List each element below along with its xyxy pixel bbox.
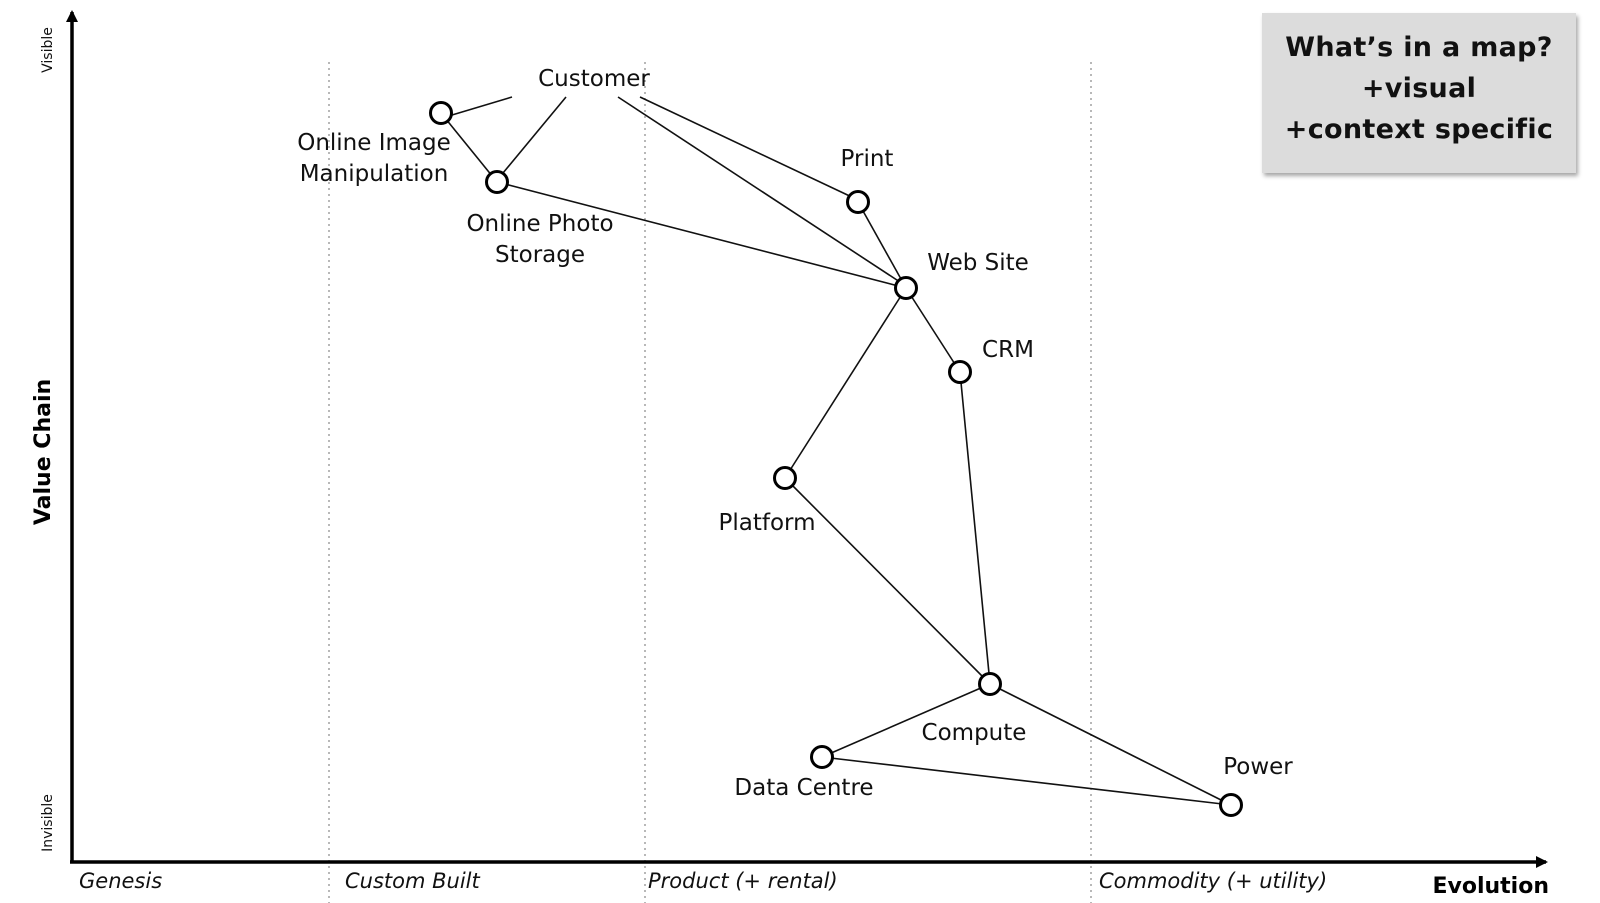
stage-label-product: Product (+ rental) bbox=[648, 869, 838, 893]
link-compute-power bbox=[989, 683, 1232, 806]
link-platform-compute bbox=[784, 477, 991, 685]
y-axis-top-label: Visible bbox=[40, 27, 56, 73]
node-website[interactable] bbox=[894, 276, 918, 300]
label-image-manipulation-2: Manipulation bbox=[300, 161, 449, 187]
link-customer-image-manipulation bbox=[451, 96, 513, 116]
label-power: Power bbox=[1223, 754, 1293, 780]
label-crm: CRM bbox=[982, 337, 1034, 363]
label-image-manipulation-1: Online Image bbox=[297, 130, 451, 156]
dependency-links bbox=[440, 96, 1232, 806]
callout-box: What’s in a map? +visual +context specif… bbox=[1262, 13, 1576, 173]
node-print[interactable] bbox=[846, 190, 870, 214]
callout-line-1: What’s in a map? bbox=[1285, 32, 1553, 63]
node-data-centre[interactable] bbox=[810, 745, 834, 769]
link-photo-storage-website bbox=[496, 181, 907, 289]
y-axis-title: Value Chain bbox=[31, 379, 56, 525]
link-website-crm bbox=[905, 287, 961, 373]
node-image-manipulation[interactable] bbox=[429, 101, 453, 125]
link-customer-photo-storage bbox=[497, 96, 567, 180]
label-photo-storage-2: Storage bbox=[495, 242, 585, 268]
callout-line-2: +visual bbox=[1361, 73, 1477, 104]
label-photo-storage-1: Online Photo bbox=[466, 211, 613, 237]
link-customer-website bbox=[617, 96, 907, 287]
x-axis-title: Evolution bbox=[1432, 874, 1549, 899]
label-website: Web Site bbox=[927, 250, 1029, 276]
stage-label-genesis: Genesis bbox=[79, 869, 162, 893]
y-axis-bottom-label: Invisible bbox=[40, 794, 56, 852]
stage-label-custom-built: Custom Built bbox=[345, 869, 481, 893]
node-compute[interactable] bbox=[978, 672, 1002, 696]
node-platform[interactable] bbox=[773, 466, 797, 490]
stage-label-commodity: Commodity (+ utility) bbox=[1099, 869, 1327, 893]
callout-line-3: +context specific bbox=[1284, 114, 1554, 145]
link-customer-print bbox=[639, 96, 857, 200]
label-compute: Compute bbox=[922, 720, 1027, 746]
link-print-website bbox=[857, 201, 907, 289]
link-crm-compute bbox=[959, 371, 991, 685]
label-customer: Customer bbox=[538, 66, 650, 92]
label-platform: Platform bbox=[719, 510, 816, 536]
node-crm[interactable] bbox=[948, 360, 972, 384]
component-nodes bbox=[429, 101, 1243, 817]
link-data-centre-power bbox=[821, 756, 1232, 806]
label-data-centre: Data Centre bbox=[734, 775, 873, 801]
link-compute-data-centre bbox=[821, 683, 991, 758]
link-image-manipulation-photo-storage bbox=[440, 112, 498, 183]
node-power[interactable] bbox=[1219, 793, 1243, 817]
label-print: Print bbox=[841, 146, 894, 172]
node-photo-storage[interactable] bbox=[485, 170, 509, 194]
link-website-platform bbox=[784, 287, 907, 479]
